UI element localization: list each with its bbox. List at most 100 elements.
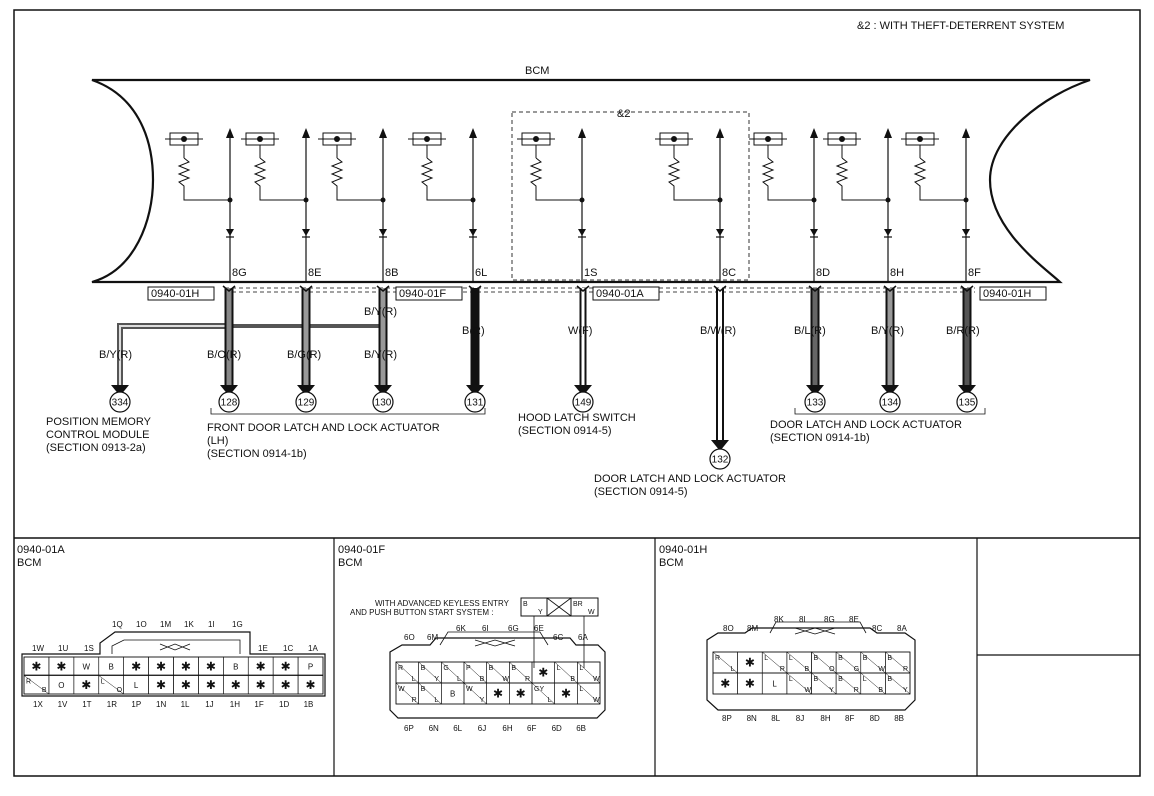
- pin-label: 1G: [232, 620, 243, 629]
- pin-label: 6I: [482, 624, 489, 633]
- wire-6l: [466, 285, 484, 396]
- pin-label: 6C: [553, 633, 563, 642]
- pin-wire-color: W: [398, 686, 405, 693]
- pin-label: 1U: [58, 644, 68, 653]
- pin-wire-color: R: [525, 676, 530, 683]
- bracket-front-door: [210, 408, 486, 415]
- theft-deterrent-label: &2: [617, 108, 630, 120]
- terminal-8f: 8F: [901, 128, 981, 282]
- pin-label: 8F: [845, 714, 854, 723]
- dest-number: 130: [375, 398, 392, 409]
- pin-label: 6B: [576, 724, 586, 733]
- pin-wire-color: B: [480, 676, 485, 683]
- connector-h-body: [706, 627, 916, 711]
- pin-label: 8M: [747, 624, 758, 633]
- dest-door-latch-132: DOOR LATCH AND LOCK ACTUATOR (SECTION 09…: [594, 473, 786, 498]
- pin-label: 8L: [771, 714, 780, 723]
- pin-wire-color: O: [829, 666, 835, 673]
- pin-label: 1F: [254, 700, 263, 709]
- dest-number: 129: [298, 398, 315, 409]
- pin-wire-color: W: [83, 662, 91, 671]
- pin-empty-mark: ✱: [561, 687, 571, 701]
- header-note: &2 : WITH THEFT-DETERRENT SYSTEM: [857, 20, 1064, 32]
- pin-label: 6D: [552, 724, 562, 733]
- pin-wire-color: B: [489, 665, 494, 672]
- svg-text:(SECTION 0914-1b): (SECTION 0914-1b): [207, 448, 307, 460]
- wire-label-3: B/G(R): [287, 349, 321, 361]
- pin-wire-color: B: [421, 686, 426, 693]
- pin-label: 6E: [534, 624, 544, 633]
- dest-front-door: FRONT DOOR LATCH AND LOCK ACTUATOR (LH) …: [207, 422, 440, 460]
- pin-label: 6O: [404, 633, 415, 642]
- terminal-label: 1S: [584, 267, 597, 279]
- dest-circle-133: 133: [804, 391, 826, 413]
- pin-wire-color: Y: [903, 687, 908, 694]
- pin-label: 8P: [722, 714, 732, 723]
- pin-wire-color: L: [764, 655, 768, 662]
- svg-text:BCM: BCM: [17, 557, 41, 569]
- svg-text:0940-01H: 0940-01H: [983, 288, 1031, 300]
- wire-label-10: B/R(R): [946, 325, 980, 337]
- pin-label: 1S: [84, 644, 94, 653]
- bcm-outline: [91, 78, 1091, 284]
- pin-label: 6A: [578, 633, 588, 642]
- pin-wire-color: GY: [534, 686, 544, 693]
- pin-wire-color: W: [593, 697, 600, 704]
- pin-label: 6F: [527, 724, 536, 733]
- pin-wire-color: G: [443, 665, 448, 672]
- svg-text:(SECTION 0914-5): (SECTION 0914-5): [594, 486, 688, 498]
- svg-text:0940-01F: 0940-01F: [338, 544, 385, 556]
- connector-f-body: [389, 637, 606, 719]
- pin-wire-color: L: [134, 681, 139, 690]
- svg-text:BCM: BCM: [659, 557, 683, 569]
- pin-empty-mark: ✱: [231, 678, 241, 692]
- pin-wire-color: L: [434, 697, 438, 704]
- pin-label: 1T: [82, 700, 91, 709]
- wire-label-8: B/L(R): [794, 325, 826, 337]
- pin-wire-color: B: [814, 655, 819, 662]
- terminal-6l: 6L: [408, 128, 487, 282]
- pin-wire-color: L: [579, 665, 583, 672]
- wire-8g: [220, 285, 238, 396]
- pin-label: 8D: [870, 714, 880, 723]
- pin-wire-color: P: [308, 662, 313, 671]
- pin-wire-color: L: [863, 676, 867, 683]
- pin-empty-mark: ✱: [156, 659, 166, 673]
- pin-label: 8H: [820, 714, 830, 723]
- pin-label: 8J: [796, 714, 804, 723]
- terminal-8b: 8B: [318, 128, 398, 282]
- wire-8f: [958, 285, 976, 396]
- pin-label: 8N: [747, 714, 757, 723]
- wire-1s: [574, 285, 592, 396]
- pin-empty-mark: ✱: [538, 666, 548, 680]
- wire-label-9: B/Y(R): [871, 325, 904, 337]
- svg-text:(SECTION 0914-1b): (SECTION 0914-1b): [770, 432, 870, 444]
- pin-label: 1C: [283, 644, 293, 653]
- pin-wire-color: L: [557, 665, 561, 672]
- pin-label: 8I: [799, 615, 806, 624]
- svg-text:0940-01H: 0940-01H: [659, 544, 707, 556]
- pin-label: 8E: [849, 615, 859, 624]
- pin-empty-mark: ✱: [493, 687, 503, 701]
- wire-8g-branch: [117, 296, 232, 385]
- dest-number: 134: [882, 398, 899, 409]
- pin-wire-color: R: [715, 655, 720, 662]
- svg-text:(LH): (LH): [207, 435, 228, 447]
- outer-frame: [13, 9, 1141, 777]
- connector-tag-0940-01h-right: 0940-01H: [979, 286, 1047, 301]
- pin-label: 1K: [184, 620, 194, 629]
- svg-text:DOOR LATCH AND LOCK ACTUATOR: DOOR LATCH AND LOCK ACTUATOR: [770, 419, 962, 431]
- pin-wire-color: Y: [480, 697, 485, 704]
- pin-wire-color: W: [878, 666, 885, 673]
- terminal-1s: 1S: [517, 128, 597, 282]
- keyless-note-1: WITH ADVANCED KEYLESS ENTRY: [375, 599, 510, 608]
- dest-circle-128: 128: [218, 391, 240, 413]
- pin-wire-color: L: [731, 666, 735, 673]
- pin-empty-mark: ✱: [256, 678, 266, 692]
- terminal-label: 6L: [475, 267, 487, 279]
- pin-wire-color: L: [457, 676, 461, 683]
